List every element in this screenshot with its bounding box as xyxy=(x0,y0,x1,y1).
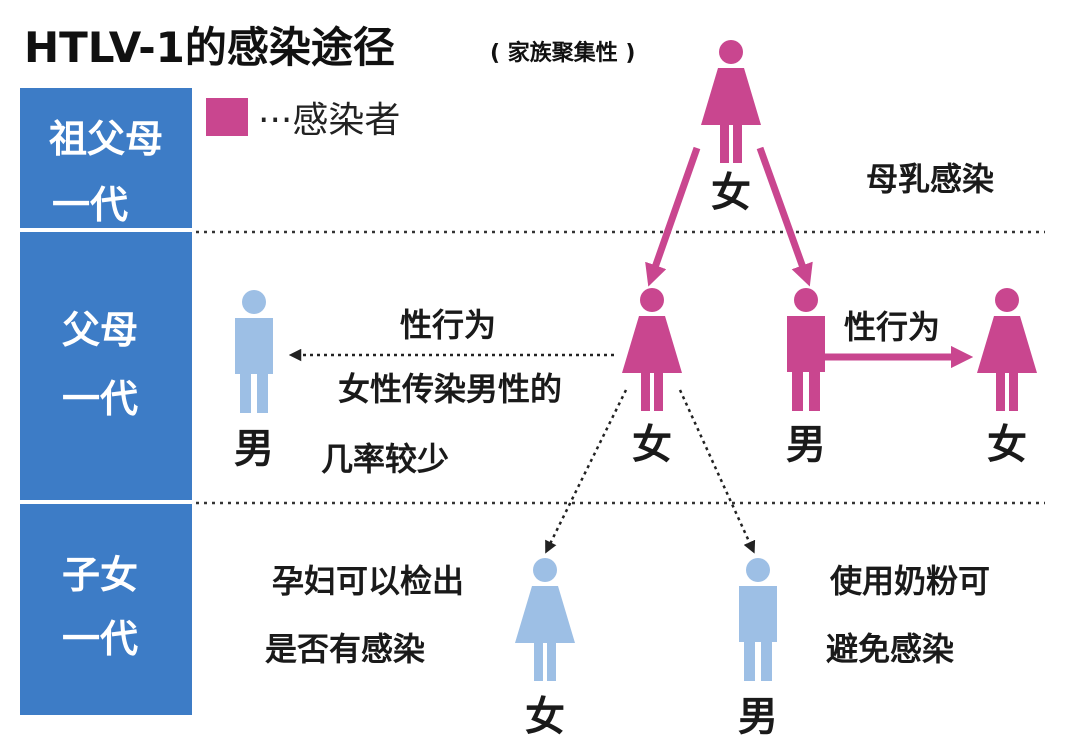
father-label: 男 xyxy=(786,422,826,468)
mother-figure-icon xyxy=(622,288,682,411)
sex-right-note: 性行为 xyxy=(844,308,940,346)
sex-left-note-line2: 几率较少 xyxy=(321,440,449,478)
daughter-label: 女 xyxy=(525,694,565,740)
pregnancy-note-line2: 是否有感染 xyxy=(265,630,425,668)
generation-2-line1: 父母 xyxy=(62,308,138,352)
legend-label: ···感染者 xyxy=(258,100,400,141)
generation-1-line1: 祖父母 xyxy=(49,117,163,161)
grandmother-label: 女 xyxy=(711,170,751,216)
arrow-to-son-dotted xyxy=(678,389,756,554)
father-partner-figure-icon xyxy=(977,288,1037,411)
son-figure-icon xyxy=(739,558,777,681)
son-label: 男 xyxy=(738,694,778,740)
father-figure-icon xyxy=(787,288,825,411)
generation-3-line2: 一代 xyxy=(62,617,138,661)
sex-left-note: 性行为 xyxy=(400,306,496,344)
mother-partner-figure-icon xyxy=(235,290,273,413)
generation-2-line2: 一代 xyxy=(62,377,138,421)
arrow-breastfeed-left xyxy=(645,146,701,287)
father-partner-label: 女 xyxy=(987,422,1027,468)
pregnancy-note-line1: 孕妇可以检出 xyxy=(272,562,464,600)
page-subtitle: ( 家族聚集性 ) xyxy=(490,40,635,66)
generation-1-line2: 一代 xyxy=(52,183,128,227)
daughter-figure-icon xyxy=(515,558,575,681)
formula-note-line1: 使用奶粉可 xyxy=(829,562,990,600)
mother-label: 女 xyxy=(632,422,672,468)
generation-3-line1: 子女 xyxy=(62,553,138,597)
mother-partner-label: 男 xyxy=(234,426,274,472)
grandmother-figure-icon xyxy=(701,40,761,163)
legend-swatch xyxy=(206,98,248,136)
formula-note-line2: 避免感染 xyxy=(826,630,954,668)
breastfeeding-note: 母乳感染 xyxy=(866,160,994,198)
arrow-to-daughter-dotted xyxy=(545,389,628,554)
sex-left-note-line1: 女性传染男性的 xyxy=(338,370,562,408)
arrow-breastfeed-right xyxy=(756,146,813,287)
page-title: HTLV-1的感染途径 xyxy=(24,23,395,72)
generation-sidebar: 祖父母 一代 父母 一代 子女 一代 xyxy=(20,88,192,715)
